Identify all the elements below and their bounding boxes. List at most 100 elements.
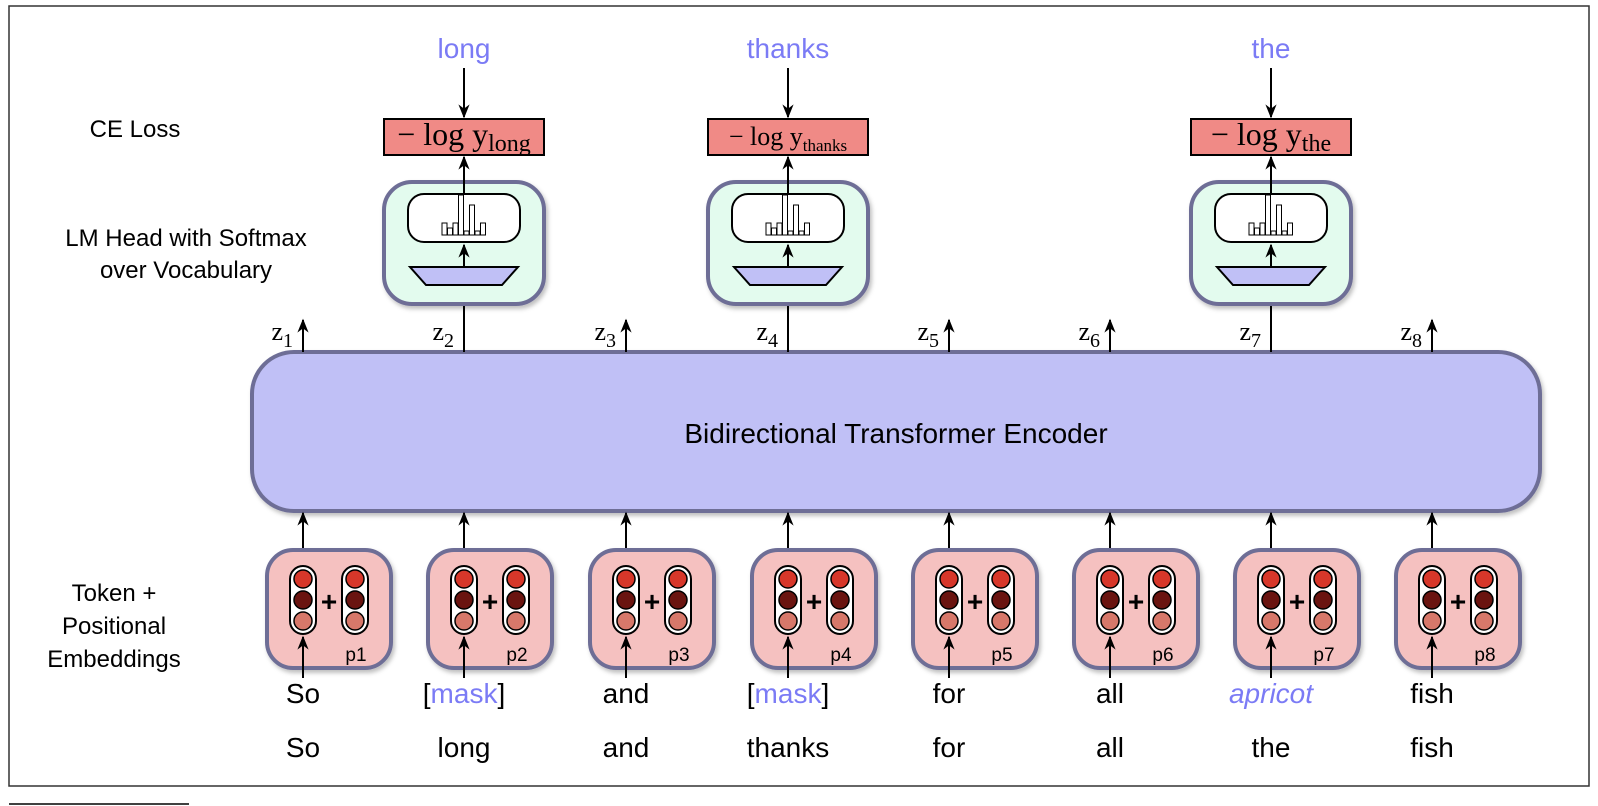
- embedding-dim: [668, 611, 688, 631]
- embedding-dim: [1100, 590, 1120, 610]
- embedding-dim: [1313, 569, 1333, 589]
- plus-sign: +: [806, 586, 822, 617]
- histogram-bar: [480, 222, 486, 236]
- embedding-dim: [293, 590, 313, 610]
- histogram-bar: [765, 222, 772, 236]
- token-column: z2+p2[mask]long: [423, 317, 554, 763]
- embedding-dim: [1422, 569, 1442, 589]
- embedding-dim: [1100, 611, 1120, 631]
- histogram-bar: [798, 230, 805, 236]
- projection-layer-icon: [1214, 266, 1328, 286]
- embedding-dim: [616, 590, 636, 610]
- token-embedding-vector: [1257, 565, 1285, 635]
- embedding-dim: [454, 569, 474, 589]
- original-token: So: [286, 732, 320, 763]
- token-embedding-vector: [289, 565, 317, 635]
- embedding-dim: [1422, 611, 1442, 631]
- input-token: and: [603, 678, 650, 709]
- embedding-dim: [1152, 590, 1172, 610]
- plus-sign: +: [1289, 586, 1305, 617]
- softmax-histogram-icon: [765, 194, 810, 236]
- ce-loss-box: [707, 118, 869, 156]
- embedding-dim: [991, 590, 1011, 610]
- embedding-dim: [939, 569, 959, 589]
- histogram-bar: [787, 230, 794, 236]
- target-word: the: [1252, 33, 1291, 64]
- ce-loss-formula: − log ythe: [1211, 116, 1331, 157]
- softmax-histogram-icon: [441, 194, 486, 236]
- histogram-bar: [771, 227, 777, 236]
- token-embedding-vector: [450, 565, 478, 635]
- lm-head-label-line1: LM Head with Softmax: [65, 225, 306, 252]
- embedding-dim: [1313, 611, 1333, 631]
- input-token: So: [286, 678, 320, 709]
- input-token: all: [1096, 678, 1124, 709]
- embeddings-label-line3: Embeddings: [47, 646, 180, 673]
- position-label: p6: [1152, 645, 1173, 666]
- original-token: the: [1252, 732, 1291, 763]
- embedding-dim: [991, 569, 1011, 589]
- embedding-dim: [1261, 611, 1281, 631]
- embedding-dim: [778, 590, 798, 610]
- token-embedding-vector: [935, 565, 963, 635]
- embedding-dim: [778, 569, 798, 589]
- histogram-bar: [1259, 222, 1266, 236]
- original-token: for: [933, 732, 966, 763]
- positional-embedding-vector: [1148, 565, 1176, 635]
- token-embedding-vector: [1418, 565, 1446, 635]
- plus-sign: +: [1128, 586, 1144, 617]
- embedding-dim: [293, 569, 313, 589]
- histogram-bar: [804, 222, 810, 236]
- target-word: long: [438, 33, 491, 64]
- embedding-dim: [1261, 590, 1281, 610]
- embeddings-label-line2: Positional: [62, 613, 166, 640]
- embedding-dim: [1261, 569, 1281, 589]
- embedding-dim: [345, 590, 365, 610]
- embedding-dim: [1152, 611, 1172, 631]
- histogram-bar: [441, 222, 448, 236]
- z-label: z8: [1400, 317, 1422, 352]
- embedding-dim: [506, 590, 526, 610]
- embedding-dim: [668, 590, 688, 610]
- embedding-dim: [616, 611, 636, 631]
- positional-embedding-vector: [341, 565, 369, 635]
- input-token: apricot: [1229, 678, 1314, 709]
- original-token: all: [1096, 732, 1124, 763]
- histogram-bar: [1270, 230, 1277, 236]
- input-token: [mask]: [747, 678, 829, 709]
- z-label: z5: [917, 317, 939, 352]
- token-embedding-vector: [1096, 565, 1124, 635]
- projection-layer-icon: [731, 266, 845, 286]
- embedding-dim: [1313, 590, 1333, 610]
- positional-embedding-vector: [1309, 565, 1337, 635]
- input-token: fish: [1410, 678, 1454, 709]
- ce-loss-label: CE Loss: [90, 116, 181, 143]
- target-word: thanks: [747, 33, 830, 64]
- position-label: p2: [506, 645, 527, 666]
- histogram-bar: [1248, 222, 1255, 236]
- embedding-dim: [668, 569, 688, 589]
- original-token: thanks: [747, 732, 830, 763]
- z-label: z4: [756, 317, 778, 352]
- z-label: z2: [432, 317, 454, 352]
- embedding-dim: [1474, 569, 1494, 589]
- embedding-dim: [939, 590, 959, 610]
- ce-loss-formula: − log ythanks: [729, 122, 847, 155]
- embedding-dim: [1100, 569, 1120, 589]
- z-label: z1: [271, 317, 293, 352]
- positional-embedding-vector: [502, 565, 530, 635]
- positional-embedding-vector: [664, 565, 692, 635]
- plus-sign: +: [967, 586, 983, 617]
- histogram-bar: [474, 230, 481, 236]
- embedding-dim: [454, 611, 474, 631]
- histogram-bar: [793, 204, 799, 236]
- histogram-bar: [463, 230, 470, 236]
- input-token: [mask]: [423, 678, 505, 709]
- embeddings-label-line1: Token +: [72, 580, 157, 607]
- transformer-encoder-label: Bidirectional Transformer Encoder: [684, 418, 1107, 449]
- plus-sign: +: [1450, 586, 1466, 617]
